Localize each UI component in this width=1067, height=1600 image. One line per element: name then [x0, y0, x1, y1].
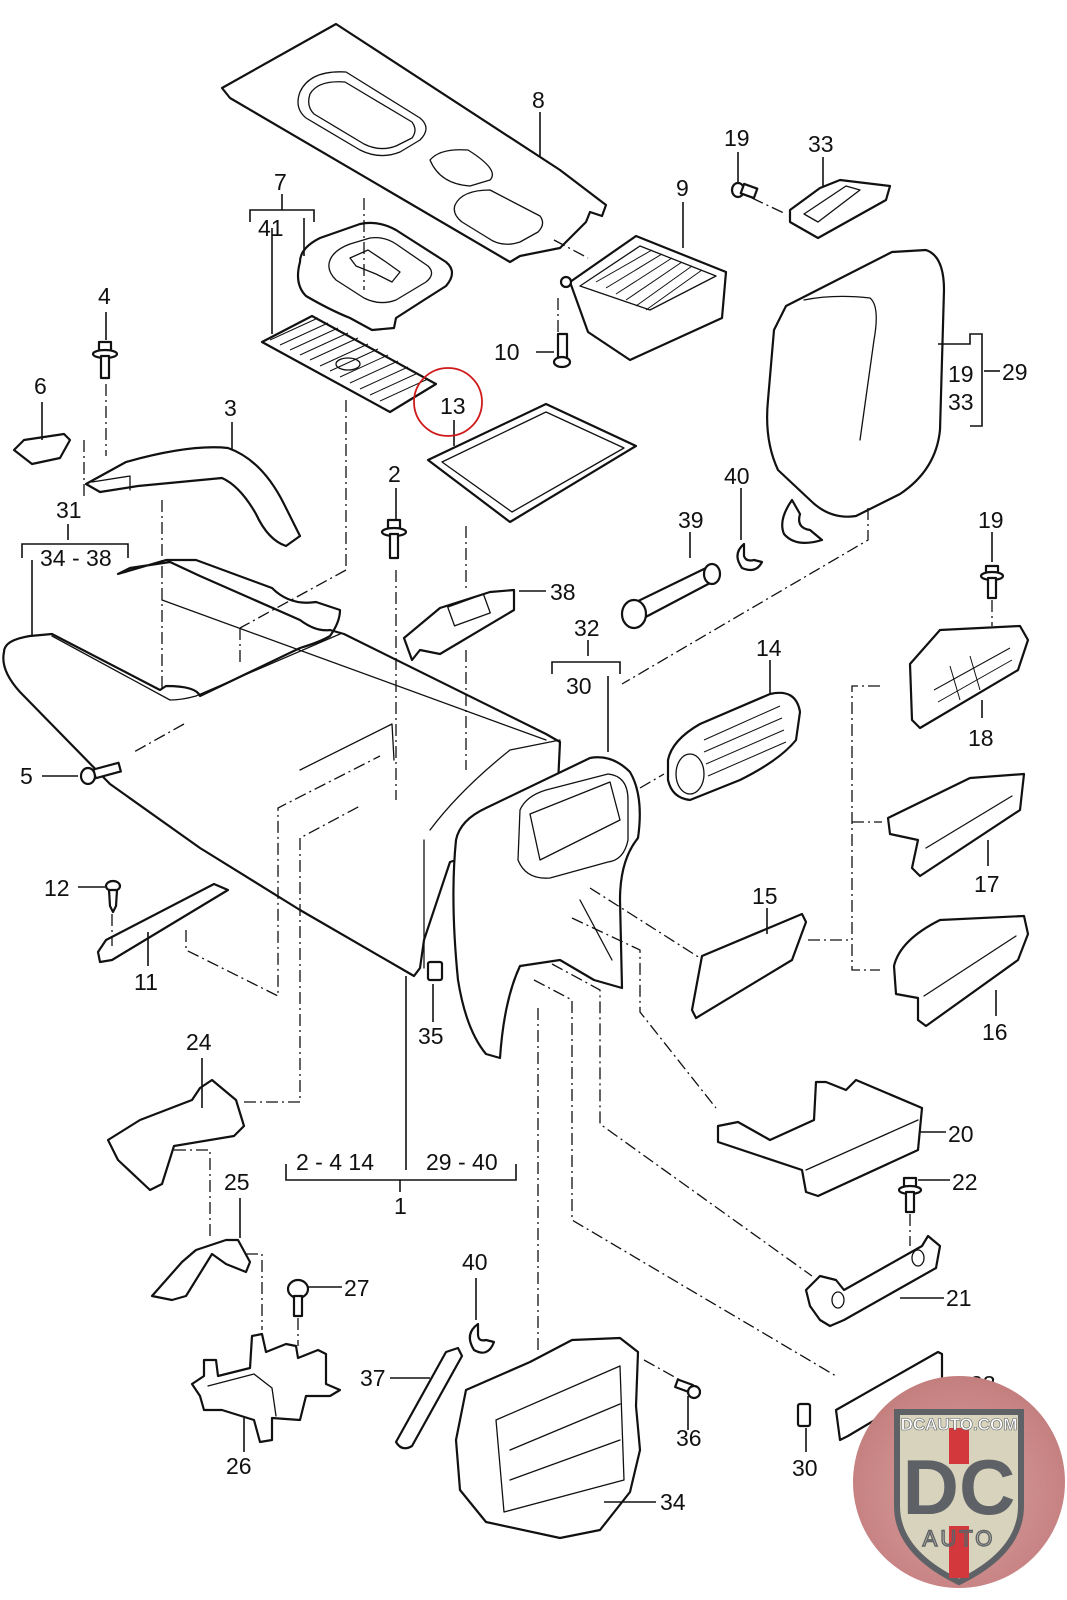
label-part-33-group: 33	[948, 389, 974, 415]
label-part-32: 32	[574, 615, 600, 641]
label-part-15: 15	[752, 883, 778, 909]
label-part-7: 7	[274, 169, 287, 195]
label-part-27: 27	[344, 1275, 370, 1301]
part-33-latch[interactable]	[788, 178, 892, 240]
part-41-rubber-mat[interactable]	[260, 314, 438, 414]
label-part-24: 24	[186, 1029, 212, 1055]
part-13-storage-tray[interactable]	[426, 402, 638, 524]
part-17-compartment[interactable]	[886, 772, 1026, 878]
label-part-1: 1	[394, 1193, 407, 1219]
part-3-grab-handle[interactable]	[84, 446, 302, 548]
label-part-40-bottom: 40	[462, 1249, 488, 1275]
label-part-1-group: 2 - 4 14	[296, 1149, 374, 1175]
label-part-11: 11	[134, 969, 158, 995]
part-37-release-rod[interactable]	[394, 1346, 464, 1450]
logo-shield	[894, 1409, 1024, 1586]
part-20-drawer[interactable]	[716, 1078, 924, 1198]
part-21-drawer-rail[interactable]	[804, 1234, 942, 1328]
part-10-screw[interactable]	[552, 332, 572, 369]
logo-initials: DC	[903, 1443, 1016, 1531]
label-part-34: 34	[660, 1489, 686, 1515]
label-part-35: 35	[418, 1023, 444, 1049]
part-2-bolt[interactable]	[380, 518, 408, 560]
part-19-screw-top[interactable]	[730, 181, 759, 200]
label-part-19-group: 19	[948, 361, 974, 387]
assembly-lines	[83, 197, 993, 1381]
part-34-lower-frame[interactable]	[454, 1336, 642, 1540]
label-part-4: 4	[98, 283, 111, 309]
label-part-19-top: 19	[724, 125, 750, 151]
label-part-40-top: 40	[724, 463, 750, 489]
part-19-screw-right[interactable]	[979, 564, 1005, 600]
part-39-hinge-pin[interactable]	[620, 562, 722, 630]
part-29-armrest-lid[interactable]	[766, 248, 946, 545]
label-part-20: 20	[948, 1121, 974, 1147]
part-labels: 8 7 41 9 19 33 10 13 4 6 3 2 19 33 29 31…	[20, 87, 1028, 1515]
label-part-36: 36	[676, 1425, 702, 1451]
label-part-16: 16	[982, 1019, 1008, 1045]
part-31-console-body[interactable]	[2, 558, 562, 978]
part-38-switch-bracket[interactable]	[402, 588, 516, 662]
label-part-39: 39	[678, 507, 704, 533]
part-8-console-trim-panel[interactable]	[220, 22, 608, 264]
label-part-21: 21	[946, 1285, 972, 1311]
label-part-37: 37	[360, 1365, 386, 1391]
label-part-1-group2: 29 - 40	[426, 1149, 498, 1175]
label-part-31: 31	[56, 497, 82, 523]
part-18-air-vent[interactable]	[908, 624, 1030, 730]
label-part-9: 9	[676, 175, 689, 201]
logo-stripe-bottom	[949, 1526, 969, 1578]
label-part-12: 12	[44, 875, 70, 901]
label-part-33-top: 33	[808, 131, 834, 157]
part-7-shift-bezel[interactable]	[296, 221, 454, 332]
logo-stripe-top	[949, 1428, 969, 1464]
label-part-13: 13	[440, 393, 466, 419]
logo-subtitle: AUTO	[923, 1526, 996, 1551]
part-36-screw[interactable]	[674, 1378, 702, 1400]
label-part-30-group: 30	[566, 673, 592, 699]
part-26-base-bracket[interactable]	[190, 1332, 342, 1444]
label-part-10: 10	[494, 339, 520, 365]
label-part-25: 25	[224, 1169, 250, 1195]
label-part-5: 5	[20, 763, 33, 789]
label-part-3: 3	[224, 395, 237, 421]
label-part-2: 2	[388, 461, 401, 487]
label-part-6: 6	[34, 373, 47, 399]
part-27-screw[interactable]	[286, 1278, 310, 1318]
label-part-19-right: 19	[978, 507, 1004, 533]
part-11-trim-strip[interactable]	[96, 882, 230, 964]
dcauto-watermark-logo: DCAUTO.COM DC AUTO	[853, 1376, 1065, 1588]
label-part-8: 8	[532, 87, 545, 113]
label-part-18: 18	[968, 725, 994, 751]
leader-lines	[21, 112, 1000, 1503]
part-9-compartment[interactable]	[559, 234, 728, 362]
part-35-clip[interactable]	[426, 960, 444, 982]
label-part-17: 17	[974, 871, 1000, 897]
part-25-bracket[interactable]	[150, 1238, 252, 1302]
label-part-26: 26	[226, 1453, 252, 1479]
label-part-14: 14	[756, 635, 782, 661]
highlight-circle-part-13	[413, 367, 483, 437]
part-15-cover-plate[interactable]	[690, 912, 808, 1020]
part-12-screw[interactable]	[104, 879, 122, 914]
part-4-bolt[interactable]	[91, 340, 119, 380]
part-32-rear-panel[interactable]	[452, 756, 641, 1060]
label-part-31-group: 34 - 38	[40, 545, 112, 571]
part-5-bolt[interactable]	[79, 761, 122, 786]
part-14-air-vent[interactable]	[666, 691, 802, 802]
part-22-bolt[interactable]	[897, 1176, 923, 1214]
label-part-30-bottom: 30	[792, 1455, 818, 1481]
part-40-clip-top[interactable]	[736, 542, 764, 572]
part-6-end-cap[interactable]	[12, 432, 72, 466]
part-24-bracket[interactable]	[106, 1078, 246, 1192]
part-40-clip-bottom[interactable]	[468, 1322, 496, 1354]
label-part-29: 29	[1002, 359, 1028, 385]
part-30-clip[interactable]	[796, 1402, 812, 1428]
label-part-22: 22	[952, 1169, 978, 1195]
label-part-41: 41	[258, 215, 284, 241]
part-16-compartment[interactable]	[892, 914, 1030, 1028]
label-part-38: 38	[550, 579, 576, 605]
logo-site-text: DCAUTO.COM	[901, 1415, 1018, 1434]
